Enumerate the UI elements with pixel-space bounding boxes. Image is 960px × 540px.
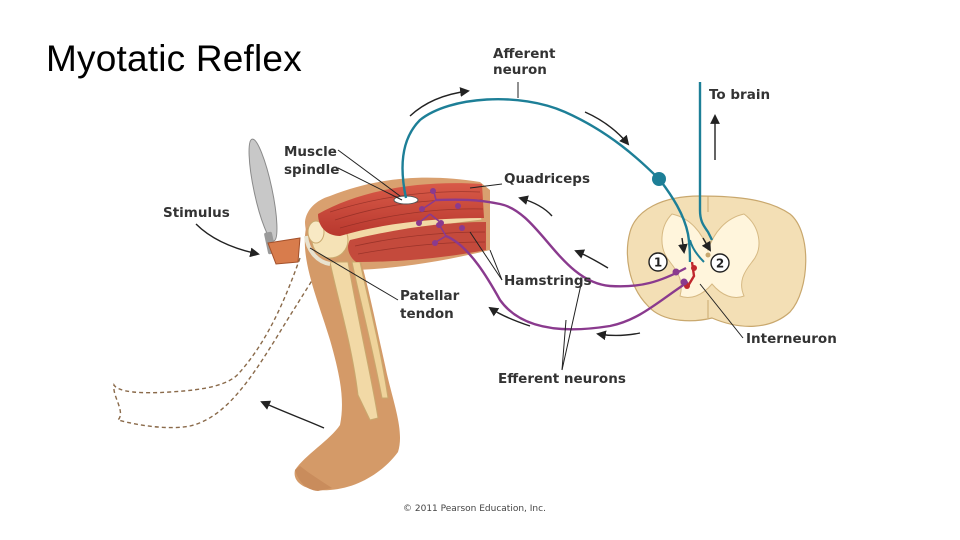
label-quadriceps: Quadriceps xyxy=(504,171,590,187)
efferent-neuron-hamstrings xyxy=(445,234,689,331)
afferent-neuron-path xyxy=(401,98,692,263)
patellar-tendon xyxy=(304,235,331,266)
label-stimulus: Stimulus xyxy=(163,205,230,221)
copyright-notice: © 2011 Pearson Education, Inc. xyxy=(403,504,546,514)
fibula xyxy=(351,261,389,399)
svg-text:1: 1 xyxy=(654,256,662,270)
slide-title: Myotatic Reflex xyxy=(46,38,302,79)
reflex-hammer xyxy=(248,138,301,265)
label-patellar-2: tendon xyxy=(400,306,454,322)
label-to-brain: To brain xyxy=(709,87,770,103)
synapse-marker-2: 2 xyxy=(710,253,730,273)
label-afferent-1: Afferent xyxy=(493,46,556,62)
ascending-tract xyxy=(698,82,714,241)
label-hamstrings: Hamstrings xyxy=(504,273,592,289)
label-patellar-1: Patellar xyxy=(400,288,460,304)
leader-lines xyxy=(309,82,744,371)
synapse-marker-1: 1 xyxy=(648,252,668,272)
efferent-neuron-quadriceps xyxy=(435,198,687,288)
tibia xyxy=(329,261,379,421)
hamstrings-muscle xyxy=(348,222,486,262)
label-efferent: Efferent neurons xyxy=(498,371,626,387)
label-muscle-2: spindle xyxy=(284,162,339,178)
svg-text:2: 2 xyxy=(716,257,724,271)
patella xyxy=(307,220,325,244)
direction-arrows xyxy=(195,87,720,429)
label-interneuron: Interneuron xyxy=(746,331,837,347)
lower-leg xyxy=(294,227,401,491)
label-muscle-1: Muscle xyxy=(284,144,337,160)
label-afferent-2: neuron xyxy=(493,62,547,78)
leg-motion-outline xyxy=(113,257,317,429)
